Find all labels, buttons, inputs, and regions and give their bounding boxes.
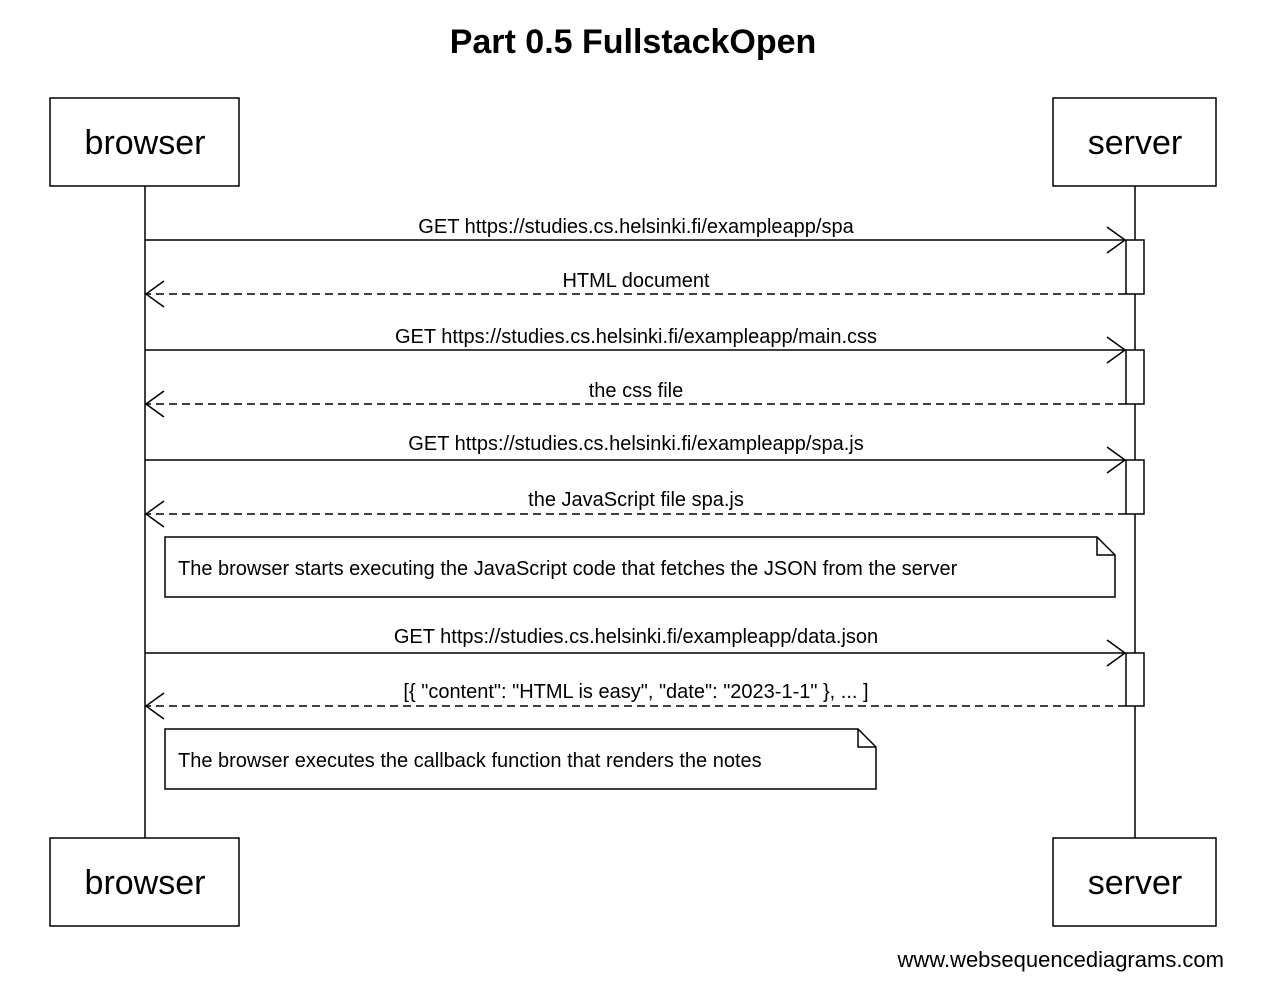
server-actor-label: server [1088, 864, 1182, 902]
note-text: The browser executes the callback functi… [178, 750, 762, 772]
message-label: GET https://studies.cs.helsinki.fi/examp… [418, 216, 854, 238]
note [164, 536, 1116, 598]
message-label: GET https://studies.cs.helsinki.fi/examp… [395, 326, 877, 348]
server-activation [1125, 239, 1145, 295]
message-arrow [145, 446, 1127, 474]
message-arrow [145, 639, 1127, 667]
browser-actor-label: browser [85, 124, 206, 162]
server-activation [1125, 459, 1145, 515]
browser-actor-bottom: browser [49, 837, 240, 927]
message-label: HTML document [562, 270, 710, 292]
message-label: GET https://studies.cs.helsinki.fi/examp… [394, 626, 878, 648]
server-actor-top: server [1052, 97, 1217, 187]
return-arrow [144, 692, 1126, 720]
footer-credit: www.websequencediagrams.com [897, 947, 1225, 972]
message-label: the css file [589, 380, 683, 402]
note-text: The browser starts executing the JavaScr… [178, 558, 958, 580]
browser-actor-label: browser [85, 864, 206, 902]
server-actor-label: server [1088, 124, 1182, 162]
diagram-title: Part 0.5 FullstackOpen [450, 23, 817, 61]
server-activation [1125, 652, 1145, 707]
browser-actor-top: browser [49, 97, 240, 187]
return-arrow [144, 500, 1126, 528]
note [164, 728, 877, 790]
message-label: [{ "content": "HTML is easy", "date": "2… [403, 681, 868, 703]
message-arrow [145, 226, 1127, 254]
message-label: the JavaScript file spa.js [528, 489, 744, 511]
message-label: GET https://studies.cs.helsinki.fi/examp… [408, 433, 863, 455]
return-arrow [144, 280, 1126, 308]
server-activation [1125, 349, 1145, 405]
server-actor-bottom: server [1052, 837, 1217, 927]
return-arrow [144, 390, 1126, 418]
message-arrow [145, 336, 1127, 364]
